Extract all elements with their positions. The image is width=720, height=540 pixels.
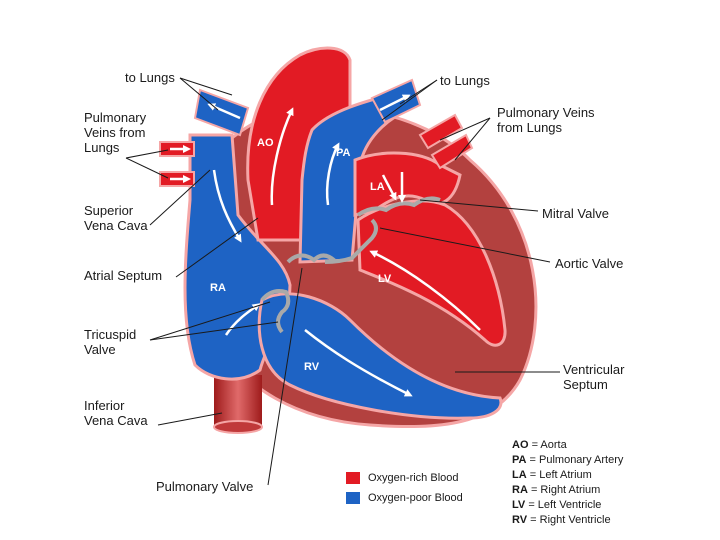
key-abbr: PA bbox=[512, 454, 527, 466]
label-aortic-valve: Aortic Valve bbox=[555, 256, 624, 271]
label-line: Pulmonary bbox=[84, 110, 147, 125]
key-text: = Right Ventricle bbox=[530, 514, 611, 526]
chamber-label-rv: RV bbox=[304, 361, 320, 373]
label-line: Superior bbox=[84, 203, 134, 218]
label-pulmonary-valve: Pulmonary Valve bbox=[156, 479, 254, 494]
label-line: Vena Cava bbox=[84, 218, 148, 233]
label-atrial-septum: Atrial Septum bbox=[84, 268, 163, 283]
legend-oxygen-rich: Oxygen-rich Blood bbox=[368, 472, 459, 484]
label-line: from Lungs bbox=[497, 120, 563, 135]
key-row: RV = Right Ventricle bbox=[512, 513, 623, 528]
chamber-label-lv: LV bbox=[378, 273, 392, 285]
label-line: Valve bbox=[84, 342, 116, 357]
label-tricuspid-valve: Tricuspid Valve bbox=[84, 327, 136, 357]
label-to-lungs-left: to Lungs bbox=[125, 70, 175, 85]
aortic-valve-shape bbox=[324, 218, 378, 264]
key-abbr: RA bbox=[512, 484, 528, 496]
chamber-label-ao: AO bbox=[257, 137, 274, 149]
key-abbr: LA bbox=[512, 469, 527, 481]
key-text: = Left Ventricle bbox=[528, 499, 602, 511]
left-ventricle bbox=[356, 199, 507, 347]
key-row: LV = Left Ventricle bbox=[512, 498, 623, 513]
label-pulmonary-veins-left: Pulmonary Veins from Lungs bbox=[84, 110, 146, 155]
mitral-valve-shape bbox=[356, 196, 441, 217]
key-abbr: LV bbox=[512, 499, 526, 511]
swatch-oxygen-poor bbox=[346, 492, 360, 504]
right-ventricle bbox=[257, 292, 503, 420]
key-text: = Left Atrium bbox=[529, 469, 592, 481]
chamber-label-pa: PA bbox=[336, 147, 351, 159]
key-row: RA = Right Atrium bbox=[512, 483, 623, 498]
key-text: = Aorta bbox=[531, 439, 567, 451]
label-line: Vena Cava bbox=[84, 413, 148, 428]
flow-arrows bbox=[170, 94, 481, 397]
label-mitral-valve: Mitral Valve bbox=[542, 206, 609, 221]
key-text: = Pulmonary Artery bbox=[529, 454, 624, 466]
key-row: AO = Aorta bbox=[512, 438, 623, 453]
label-line: Veins from bbox=[84, 125, 146, 140]
key-row: LA = Left Atrium bbox=[512, 468, 623, 483]
label-line: Inferior bbox=[84, 398, 125, 413]
label-line: Lungs bbox=[84, 140, 120, 155]
label-line: Ventricular bbox=[563, 362, 625, 377]
label-pulmonary-veins-right: Pulmonary Veins from Lungs bbox=[497, 105, 595, 135]
label-superior-vena-cava: Superior Vena Cava bbox=[84, 203, 148, 233]
key-abbr: AO bbox=[512, 439, 529, 451]
pulmonary-valve-shape bbox=[286, 253, 338, 264]
legend-oxygen-poor: Oxygen-poor Blood bbox=[368, 492, 463, 504]
label-line: Septum bbox=[563, 377, 608, 392]
key-abbr: RV bbox=[512, 514, 528, 526]
leader-lines bbox=[125, 77, 560, 486]
label-to-lungs-right: to Lungs bbox=[440, 73, 490, 88]
label-inferior-vena-cava: Inferior Vena Cava bbox=[84, 398, 148, 428]
swatch-oxygen-rich bbox=[346, 472, 360, 484]
key-row: PA = Pulmonary Artery bbox=[512, 453, 623, 468]
label-ventricular-septum: Ventricular Septum bbox=[563, 362, 624, 392]
chamber-label-la: LA bbox=[370, 181, 385, 193]
label-line: Tricuspid bbox=[84, 327, 137, 342]
chamber-label-ra: RA bbox=[210, 282, 226, 294]
inferior-vena-cava bbox=[213, 375, 263, 434]
label-line: Pulmonary Veins bbox=[497, 105, 595, 120]
key-text: = Right Atrium bbox=[530, 484, 601, 496]
pulmonary-veins-right bbox=[418, 113, 474, 170]
abbreviation-key: AO = Aorta PA = Pulmonary Artery LA = Le… bbox=[512, 438, 623, 528]
